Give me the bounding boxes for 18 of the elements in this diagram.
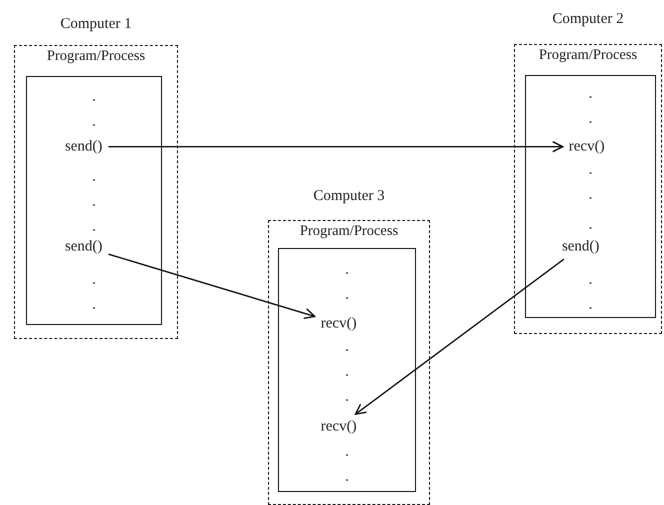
computer-heading: Computer 2 xyxy=(552,11,624,28)
function-call: recv() xyxy=(320,315,357,332)
process-box xyxy=(278,248,416,492)
function-call: send() xyxy=(562,238,600,256)
process-label: Program/Process xyxy=(300,223,398,240)
function-call: recv() xyxy=(568,138,605,156)
process-label: Program/Process xyxy=(46,48,146,65)
arrow xyxy=(354,258,564,415)
function-call: recv() xyxy=(320,418,357,436)
computer-heading: Computer 3 xyxy=(313,188,385,205)
process-box xyxy=(524,74,656,318)
function-call: send() xyxy=(64,138,102,156)
process-box xyxy=(26,76,162,324)
computer-heading: Computer 1 xyxy=(60,16,132,33)
function-call: send() xyxy=(64,238,102,256)
arrow xyxy=(108,253,316,320)
arrow xyxy=(108,141,564,152)
process-label: Program/Process xyxy=(538,47,638,64)
